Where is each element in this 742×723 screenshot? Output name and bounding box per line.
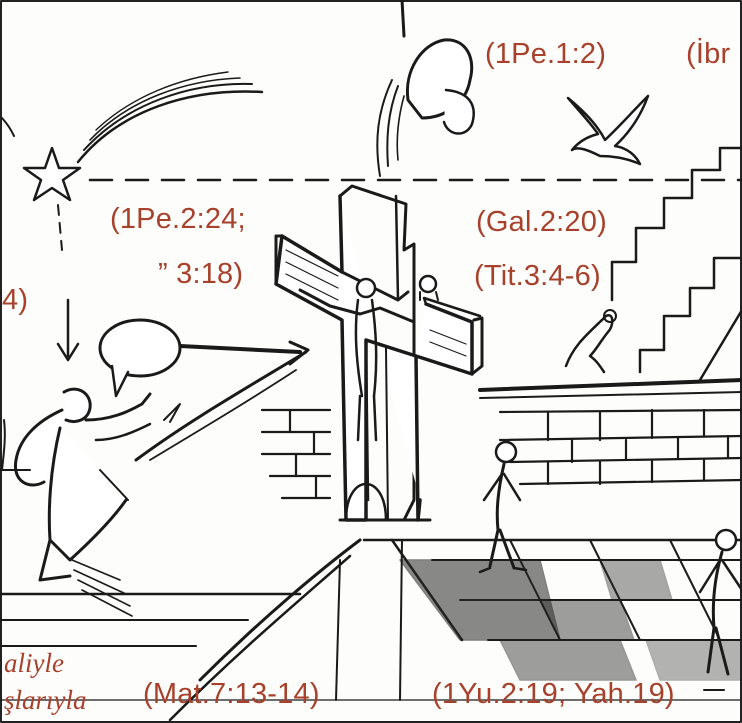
cross bbox=[274, 184, 484, 522]
climbing-figure bbox=[564, 309, 617, 374]
ref-1pe-2-24: (1Pe.2:24; bbox=[110, 203, 246, 235]
ref-gal-2-20: (Gal.2:20) bbox=[476, 206, 607, 238]
walking-man bbox=[478, 440, 528, 574]
fragment-aliyle: aliyle bbox=[4, 648, 64, 678]
ref-tit-3-4-6: (Tit.3:4-6) bbox=[474, 260, 601, 292]
fragment-slariyla: şlarıyla bbox=[4, 685, 87, 715]
ref-ibr: (İbr bbox=[686, 38, 731, 70]
star-icon bbox=[22, 71, 264, 362]
brick-wall-left bbox=[260, 408, 332, 500]
standing-man bbox=[698, 528, 742, 691]
brick-wall-right bbox=[498, 408, 742, 486]
flame-icon bbox=[376, 38, 475, 177]
ground bbox=[0, 538, 742, 722]
speech-bubble bbox=[98, 318, 182, 398]
ref-3-18: ” 3:18) bbox=[158, 258, 244, 290]
ref-1pe-1-2: (1Pe.1:2) bbox=[485, 38, 607, 70]
dove-icon bbox=[566, 94, 650, 166]
praying-man bbox=[0, 387, 152, 617]
ref-4: 4) bbox=[2, 284, 29, 316]
staircase bbox=[610, 146, 742, 382]
ref-mat-7-13-14: (Mat.7:13-14) bbox=[143, 678, 320, 710]
ref-1yu-2-19: (1Yu.2:19; Yah.19) bbox=[432, 678, 675, 710]
